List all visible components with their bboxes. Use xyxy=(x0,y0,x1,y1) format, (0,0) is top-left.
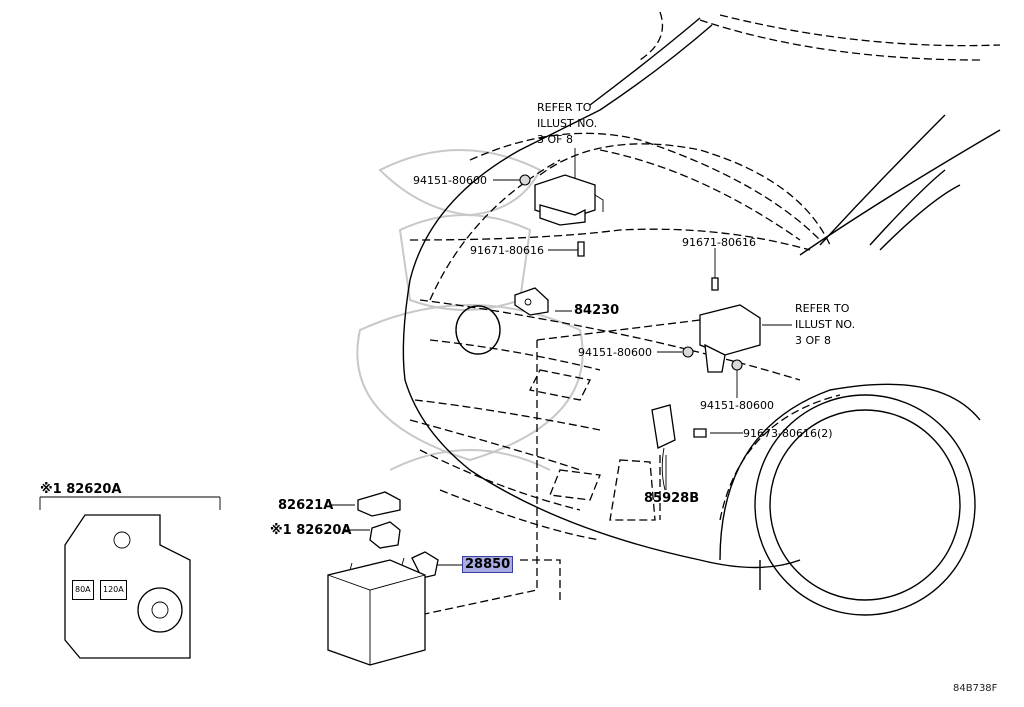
refer-note-right: REFER TO ILLUST NO. 3 OF 8 xyxy=(795,301,855,349)
nut-a xyxy=(519,174,531,186)
fuse-120a: 120A xyxy=(100,580,127,600)
bolt-b xyxy=(711,277,719,291)
label-84230[interactable]: 84230 xyxy=(574,303,620,318)
label-91673-80616[interactable]: 91673-80616(2) xyxy=(743,427,833,440)
refer-note-line: ILLUST NO. xyxy=(795,318,856,331)
bolt-c xyxy=(693,428,707,438)
leader-lines xyxy=(330,148,792,566)
refer-note-top: REFER TO ILLUST NO. 3 OF 8 xyxy=(537,100,597,148)
refer-note-line: 3 OF 8 xyxy=(795,334,831,347)
refer-note-line: REFER TO xyxy=(537,101,592,114)
watermark xyxy=(356,149,584,471)
label-82620a[interactable]: ※1 82620A xyxy=(270,523,352,538)
label-28850-highlighted[interactable]: 28850 xyxy=(461,556,514,573)
routing-lines xyxy=(419,319,701,616)
fuse-80a: 80A xyxy=(72,580,94,600)
bracket-84230 xyxy=(514,287,549,316)
refer-note-line: 3 OF 8 xyxy=(537,133,573,146)
battery xyxy=(327,557,426,666)
nut-b xyxy=(682,346,694,358)
label-85928b[interactable]: 85928B xyxy=(644,491,700,506)
cover-82621a xyxy=(357,491,401,517)
label-94151-80600-c[interactable]: 94151-80600 xyxy=(700,399,774,412)
connector-85928b xyxy=(651,404,676,491)
ecu-upper xyxy=(534,174,604,226)
label-94151-80600-a[interactable]: 94151-80600 xyxy=(413,174,487,187)
fusible-link-82620a xyxy=(369,521,401,549)
refer-note-line: REFER TO xyxy=(795,302,850,315)
ecu-lower xyxy=(699,304,761,373)
vehicle-outline xyxy=(402,11,1001,616)
figure-reference: 84B738F xyxy=(953,683,998,694)
refer-note-line: ILLUST NO. xyxy=(537,117,598,130)
nut-c xyxy=(731,359,743,371)
label-91671-80616-a[interactable]: 91671-80616 xyxy=(470,244,544,257)
label-82621a[interactable]: 82621A xyxy=(278,498,334,513)
inset-bracket xyxy=(39,496,221,659)
label-94151-80600-b[interactable]: 94151-80600 xyxy=(578,346,652,359)
bolt-a xyxy=(577,241,585,257)
label-91671-80616-b[interactable]: 91671-80616 xyxy=(682,236,756,249)
inset-label-82620a[interactable]: ※1 82620A xyxy=(40,482,122,497)
